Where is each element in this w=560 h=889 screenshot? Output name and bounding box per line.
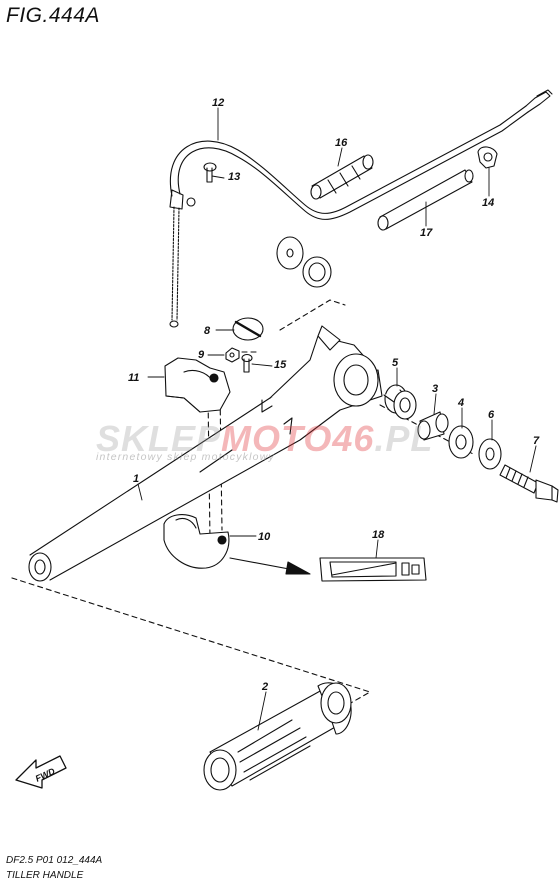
label-9: 9 (198, 349, 205, 361)
bushing-upper (302, 256, 332, 288)
clip-14 (477, 146, 498, 169)
label-13: 13 (228, 171, 240, 183)
bolt-7 (499, 464, 559, 503)
washer-6 (478, 438, 502, 470)
label-plate-18 (319, 557, 427, 582)
tube-17 (377, 169, 474, 231)
label-2: 2 (261, 681, 268, 693)
screw-15 (241, 353, 253, 373)
clamp-10 (163, 514, 230, 569)
leader-arrow (285, 561, 311, 575)
watermark-logo: SKLEPMOTO46.PL (96, 418, 434, 459)
label-15: 15 (274, 359, 287, 371)
label-8: 8 (204, 325, 211, 337)
throttle-grip-2 (203, 682, 352, 791)
label-10: 10 (258, 531, 271, 543)
drawing-name: TILLER HANDLE (6, 870, 84, 881)
drawing-code: DF2.5 P01 012_444A (6, 855, 103, 866)
throttle-cable (169, 89, 553, 328)
label-3: 3 (432, 383, 438, 395)
label-6: 6 (488, 409, 495, 421)
knob-8 (232, 317, 264, 341)
label-14: 14 (482, 197, 494, 209)
nut-9 (225, 347, 240, 363)
label-5: 5 (392, 357, 399, 369)
part-labels: 12 13 16 14 17 8 9 15 11 5 3 4 6 7 1 10 … (128, 97, 540, 693)
leader-lines (137, 107, 537, 731)
label-11: 11 (128, 372, 139, 384)
label-18: 18 (372, 529, 385, 541)
figure-title: FIG.444A (6, 4, 100, 27)
label-1: 1 (133, 473, 139, 485)
collar-3 (417, 411, 449, 441)
label-17: 17 (420, 227, 433, 239)
watermark-tagline: internetowy sklep motocyklowy (96, 451, 275, 463)
sleeve-16 (310, 154, 374, 200)
label-12: 12 (212, 97, 224, 109)
label-7: 7 (533, 435, 540, 447)
label-16: 16 (335, 137, 348, 149)
bushing-5 (383, 384, 417, 420)
tiller-arm-1 (28, 325, 383, 582)
watermark-highlight: MOTO46 (221, 418, 375, 459)
clamp-11 (164, 357, 231, 413)
label-4: 4 (457, 397, 464, 409)
washer-upper (276, 236, 304, 270)
screw-13 (203, 162, 217, 183)
fwd-arrow-icon: FWD (15, 755, 67, 789)
washer-4 (448, 425, 474, 459)
